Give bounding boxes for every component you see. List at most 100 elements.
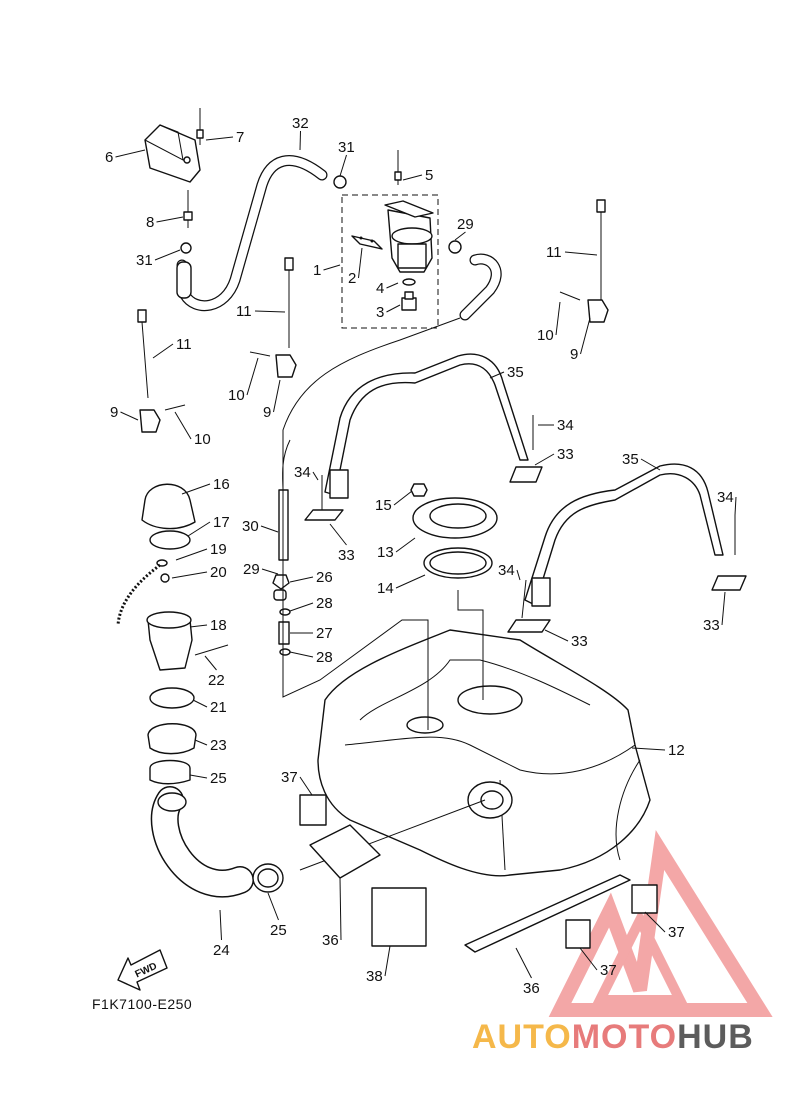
callout-c33b: 33 [557, 446, 574, 463]
leader-c6 [115, 149, 146, 158]
filler-neck-assembly [116, 483, 229, 785]
callout-c23: 23 [210, 737, 227, 754]
fuel-hose-curved [448, 240, 502, 321]
leader-c9c [580, 317, 591, 355]
callout-c30: 30 [242, 518, 259, 535]
callout-c2: 2 [348, 270, 356, 287]
leader-c38 [384, 945, 391, 977]
callout-c10b: 10 [228, 387, 245, 404]
callout-c38: 38 [366, 968, 383, 985]
leader-c19 [175, 548, 208, 561]
callout-c33a: 33 [338, 547, 355, 564]
callout-c29b: 29 [457, 216, 474, 233]
callout-c37b: 37 [668, 924, 685, 941]
leader-c13 [395, 537, 416, 553]
watermark-part-3: HUB [677, 1018, 754, 1056]
callout-c36a: 36 [322, 932, 339, 949]
leader-c7 [205, 136, 234, 141]
bolt-and-clip-left [176, 190, 193, 299]
leader-c33b [534, 453, 555, 466]
leader-c37a [299, 776, 313, 796]
leader-c11c [564, 251, 598, 256]
leader-c5 [402, 174, 423, 181]
leader-c23 [194, 739, 208, 746]
leader-c3 [386, 304, 401, 313]
cover-6 [144, 108, 204, 183]
leader-c34c [734, 496, 737, 516]
leader-c10c [555, 301, 561, 336]
callout-c8: 8 [146, 214, 154, 231]
watermark-part-2: MOTO [571, 1018, 678, 1056]
watermark-triangle-logo [548, 830, 773, 1017]
callout-c5: 5 [425, 167, 433, 184]
hose-clamp-25 [252, 863, 284, 893]
callout-c34b: 34 [557, 417, 574, 434]
callout-c24: 24 [213, 942, 230, 959]
tank-strap-lower [524, 463, 724, 607]
callout-c28a: 28 [316, 595, 333, 612]
leader-c16 [181, 483, 211, 495]
leader-c1 [323, 264, 341, 271]
leader-c37c [579, 947, 598, 971]
vent-components [272, 317, 461, 690]
callout-c4: 4 [376, 280, 384, 297]
callout-c17: 17 [213, 514, 230, 531]
callout-c35a: 35 [507, 364, 524, 381]
callout-c9b: 9 [263, 404, 271, 421]
callout-c18: 18 [210, 617, 227, 634]
fuel-tank-12 [317, 629, 651, 877]
leader-c28b [289, 651, 314, 658]
leader-c32 [299, 130, 301, 151]
cable-ties [137, 199, 609, 433]
leader-c15 [393, 490, 413, 506]
watermark-logo-text: AUTOMOTOHUB [472, 1018, 754, 1057]
callout-c10a: 10 [194, 431, 211, 448]
callout-c9a: 9 [110, 404, 118, 421]
tank-strap-upper [324, 353, 529, 499]
leader-c36a [339, 877, 342, 941]
callout-c13: 13 [377, 544, 394, 561]
callout-c16: 16 [213, 476, 230, 493]
callout-c21: 21 [210, 699, 227, 716]
callout-c20: 20 [210, 564, 227, 581]
callout-c7: 7 [236, 129, 244, 146]
callout-c25b: 25 [270, 922, 287, 939]
leader-c29b [454, 231, 466, 241]
callout-c29a: 29 [243, 561, 260, 578]
leader-c11a [152, 343, 174, 359]
callout-c11a: 11 [176, 336, 192, 353]
leader-c2 [358, 247, 363, 279]
leader-c9a [120, 411, 139, 421]
callout-leader-lines [115, 130, 737, 979]
leader-c34d [516, 569, 521, 581]
leader-c33c [544, 629, 569, 642]
watermark-part-1: AUTO [472, 1018, 572, 1056]
leader-c26 [289, 576, 314, 583]
callout-c34a: 34 [294, 464, 311, 481]
fuel-pump-assembly [341, 150, 439, 329]
callout-c19: 19 [210, 541, 227, 558]
leader-c25b [267, 892, 279, 921]
fwd-arrow-icon: FWD [117, 949, 168, 991]
callout-c14: 14 [377, 580, 394, 597]
callout-c3: 3 [376, 304, 384, 321]
callout-c37a: 37 [281, 769, 298, 786]
leader-c35a [489, 371, 505, 379]
strap-brackets [304, 415, 747, 633]
callout-c11b: 11 [236, 303, 252, 320]
callout-c25a: 25 [210, 770, 227, 787]
callout-c22: 22 [208, 672, 225, 689]
callout-c27: 27 [316, 625, 333, 642]
callout-c12: 12 [668, 742, 685, 759]
callout-c26: 26 [316, 569, 333, 586]
callout-c15: 15 [375, 497, 392, 514]
leader-c31b [339, 154, 347, 177]
callout-c10c: 10 [537, 327, 554, 344]
callout-c28b: 28 [316, 649, 333, 666]
leader-c11b [254, 310, 286, 313]
tank-pads [299, 794, 658, 953]
leader-c30 [260, 525, 279, 533]
leader-c10b [246, 357, 259, 396]
leader-c31a [154, 249, 181, 261]
